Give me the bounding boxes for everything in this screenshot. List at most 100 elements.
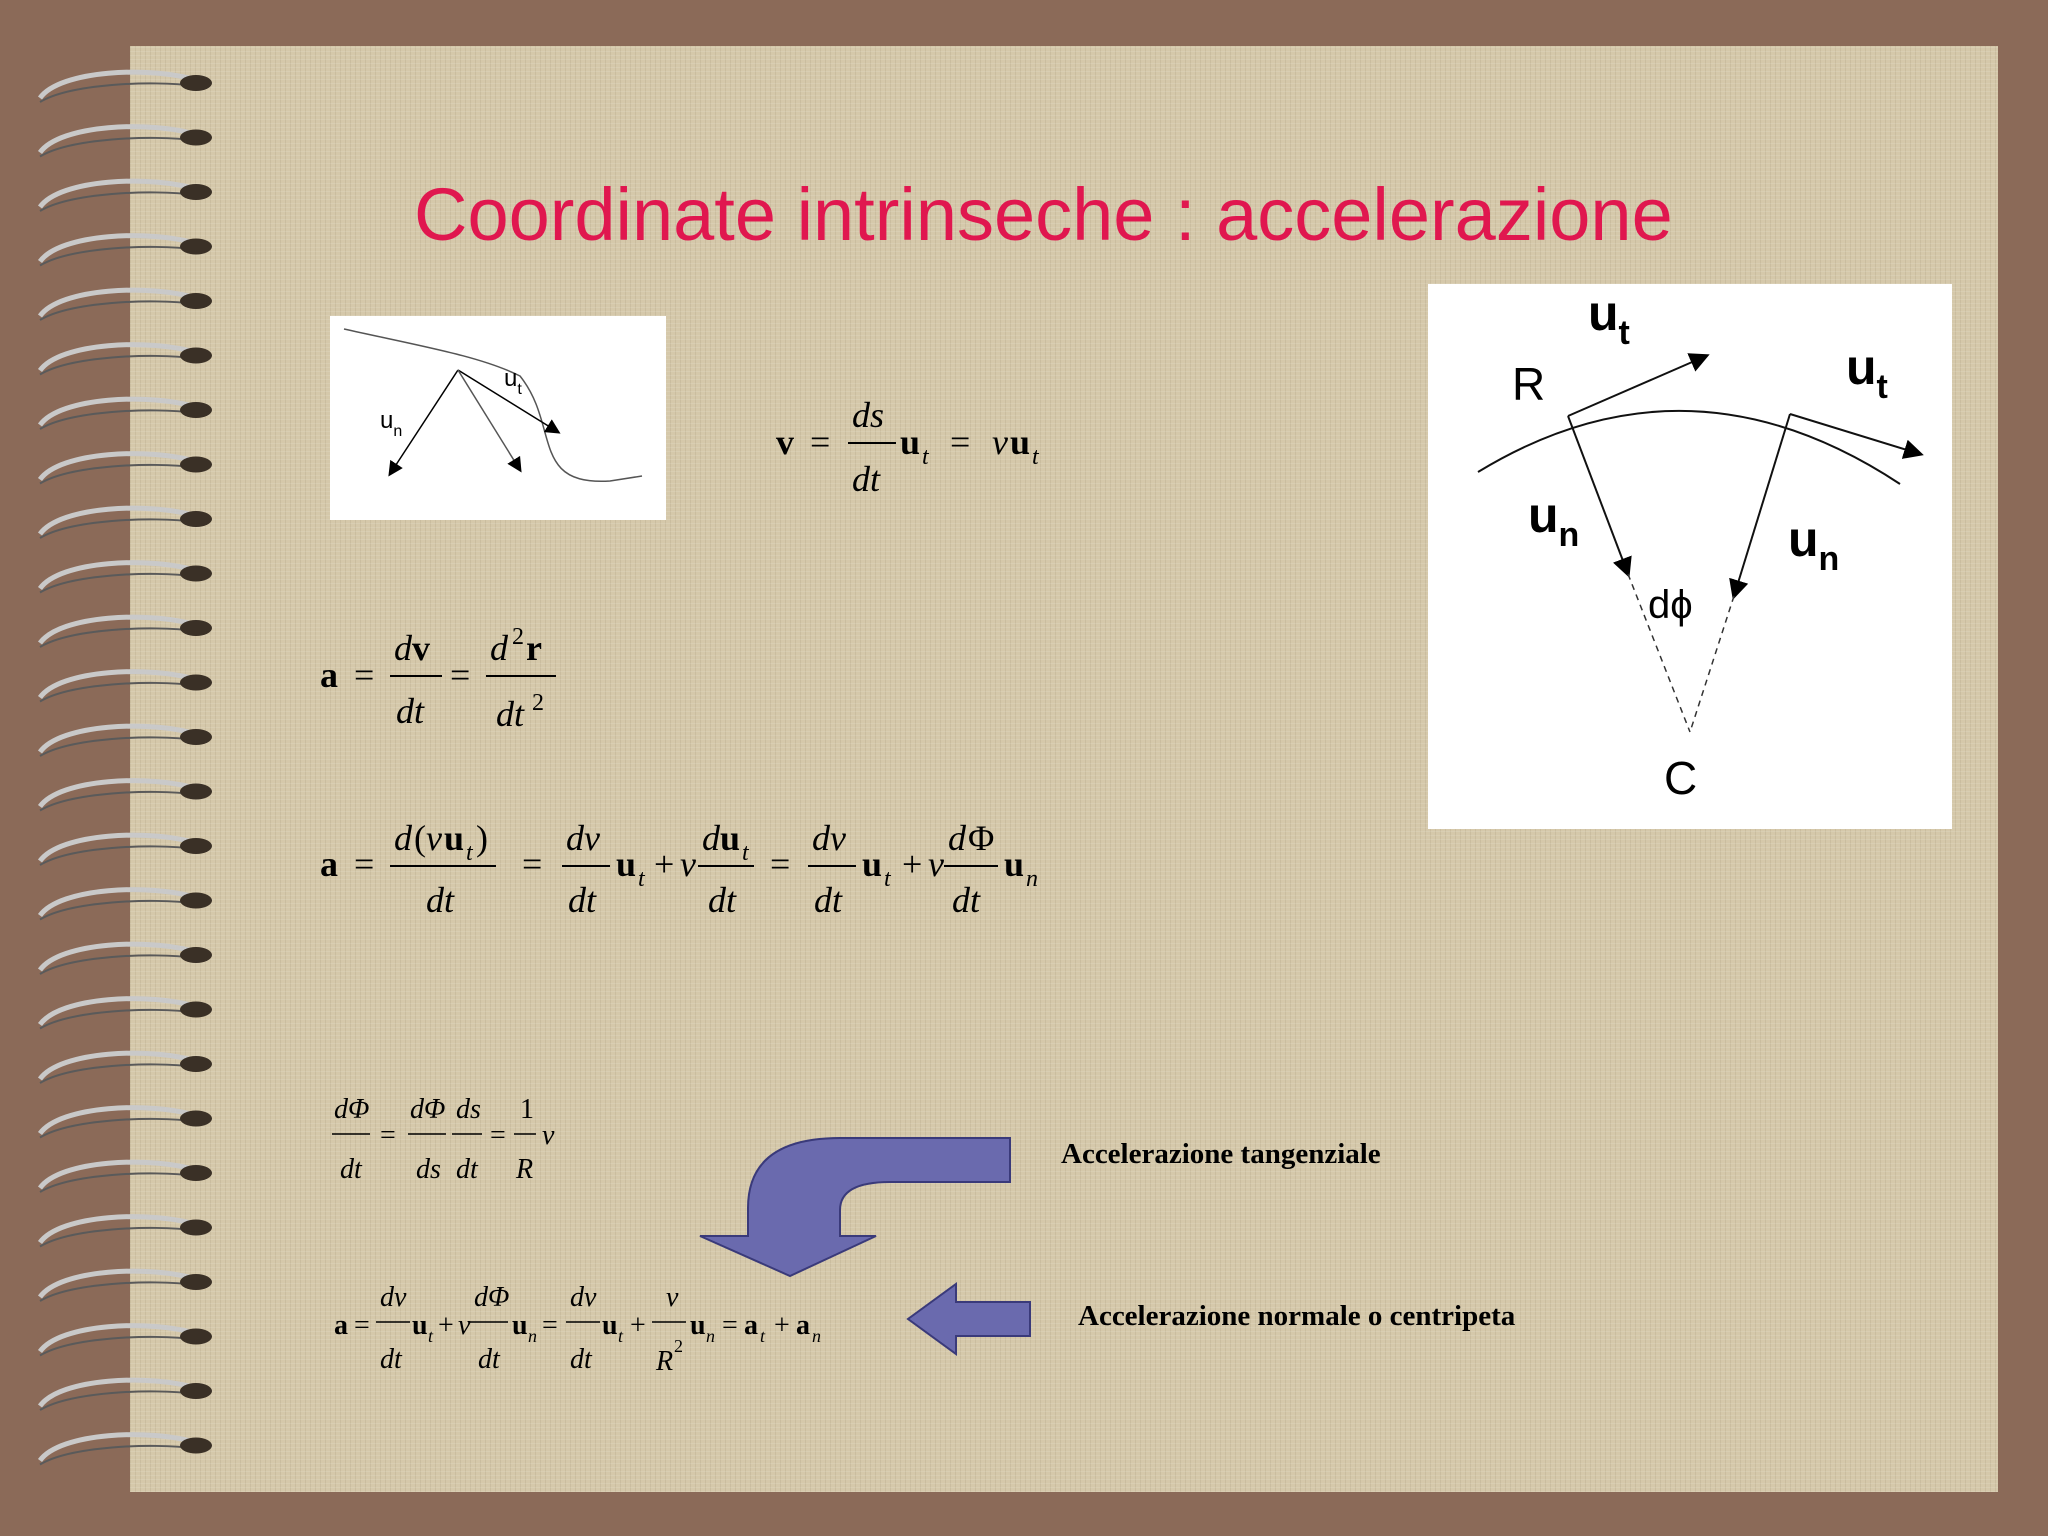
angular-rate-equation: dΦ dt = dΦ ds ds dt = 1 R v <box>330 1084 570 1199</box>
svg-text:un: un <box>1528 487 1579 554</box>
binding-hole <box>180 293 212 309</box>
svg-text:=: = <box>770 844 790 884</box>
binding-hole <box>180 1219 212 1236</box>
binding-ring <box>37 941 197 972</box>
svg-text:=: = <box>490 1120 506 1151</box>
svg-text:v: v <box>542 1120 555 1151</box>
binding-hole <box>180 729 212 745</box>
svg-text:dt: dt <box>570 1344 593 1375</box>
svg-text:=: = <box>354 844 374 884</box>
angle-label: dϕ <box>1648 583 1693 627</box>
svg-text:ut: ut <box>1846 339 1888 406</box>
svg-text:ds: ds <box>456 1094 481 1125</box>
svg-text:dt: dt <box>380 1344 403 1375</box>
arrow-normal <box>906 1282 1031 1356</box>
point-R-label: R <box>1512 358 1545 410</box>
binding-hole <box>180 1328 212 1345</box>
svg-text:u: u <box>412 1310 428 1341</box>
svg-text:n: n <box>812 1326 821 1346</box>
svg-text:d: d <box>394 818 413 858</box>
binding-ring <box>37 505 197 536</box>
svg-text:=: = <box>354 1310 370 1341</box>
svg-text:t: t <box>884 866 892 892</box>
binding-ring <box>37 614 197 645</box>
svg-text:n: n <box>1026 866 1038 892</box>
binding-ring-shadow <box>39 1008 197 1030</box>
binding-hole <box>180 402 212 418</box>
binding-hole <box>180 1110 212 1127</box>
svg-text:t: t <box>1032 444 1040 470</box>
svg-text:t: t <box>618 1326 624 1346</box>
svg-text:+: + <box>902 844 922 884</box>
svg-text:d: d <box>948 818 967 858</box>
svg-text:u: u <box>602 1310 618 1341</box>
binding-ring-shadow <box>39 572 197 594</box>
trajectory-curve <box>343 328 643 482</box>
binding-hole <box>180 620 212 636</box>
svg-text:dΦ: dΦ <box>474 1282 509 1313</box>
binding-ring <box>37 778 197 809</box>
svg-text:un: un <box>380 407 402 440</box>
binding-hole <box>180 892 212 909</box>
binding-hole <box>180 129 212 146</box>
binding-ring-shadow <box>39 1390 197 1411</box>
binding-hole <box>180 565 212 582</box>
binding-hole <box>180 947 212 963</box>
un-label-2: u <box>1788 511 1819 567</box>
svg-text:=: = <box>950 422 970 462</box>
acceleration-expansion-equation: a = d ( v u t ) dt = dv dt u t + v d u t… <box>318 808 1148 933</box>
binding-ring <box>37 178 197 209</box>
binding-ring-shadow <box>39 845 197 866</box>
svg-text:n: n <box>528 1326 537 1346</box>
binding-ring <box>37 233 197 264</box>
svg-text:ds: ds <box>416 1154 441 1185</box>
binding-ring <box>37 287 197 318</box>
svg-text:t: t <box>922 444 930 470</box>
svg-text:a: a <box>796 1310 810 1341</box>
ut-label-1-sub: t <box>1619 314 1630 352</box>
svg-text:u: u <box>690 1310 706 1341</box>
binding-ring <box>37 832 197 863</box>
svg-text:t: t <box>760 1326 766 1346</box>
slide-title: Coordinate intrinseche : accelerazione <box>414 173 1673 256</box>
tangent-vector-2 <box>1789 413 1924 459</box>
svg-text:t: t <box>428 1326 434 1346</box>
svg-text:u: u <box>1010 422 1030 462</box>
normal-vector-2 <box>1729 413 1791 600</box>
normal-vector-R <box>1567 415 1632 578</box>
svg-text:R: R <box>515 1154 533 1185</box>
svg-text:v: v <box>426 818 442 858</box>
binding-hole <box>180 783 212 800</box>
normal-vector <box>388 369 459 477</box>
ut-label-2-sub: t <box>1877 368 1888 406</box>
binding-ring-shadow <box>39 736 197 757</box>
svg-text:dv: dv <box>394 628 430 668</box>
binding-ring <box>37 396 197 427</box>
svg-text:u: u <box>900 422 920 462</box>
binding-ring-shadow <box>39 82 197 103</box>
radius-line-2 <box>1689 595 1735 733</box>
svg-text:ds: ds <box>852 395 884 435</box>
binding-ring <box>37 560 197 591</box>
normal-label-sub: n <box>393 423 402 440</box>
binding-ring <box>37 1159 197 1190</box>
trajectory-figure-small: ut un <box>330 316 666 520</box>
binding-ring <box>37 69 197 100</box>
svg-text:v: v <box>776 422 794 462</box>
svg-text:t: t <box>742 840 750 866</box>
binding-hole <box>180 347 212 364</box>
spiral-binding <box>37 69 212 1466</box>
tangent-label: u <box>504 365 517 392</box>
binding-hole <box>180 1056 212 1072</box>
svg-text:1: 1 <box>520 1094 534 1125</box>
binding-hole <box>180 184 212 200</box>
binding-hole <box>180 1001 212 1018</box>
svg-text:=: = <box>722 1310 738 1341</box>
binding-ring <box>37 451 197 482</box>
un-label-1: u <box>1528 487 1559 543</box>
tangent-vector-R <box>1567 353 1710 417</box>
binding-hole <box>180 1274 212 1290</box>
svg-text:n: n <box>706 1326 715 1346</box>
binding-ring <box>37 1268 197 1299</box>
svg-text:v: v <box>666 1282 679 1313</box>
